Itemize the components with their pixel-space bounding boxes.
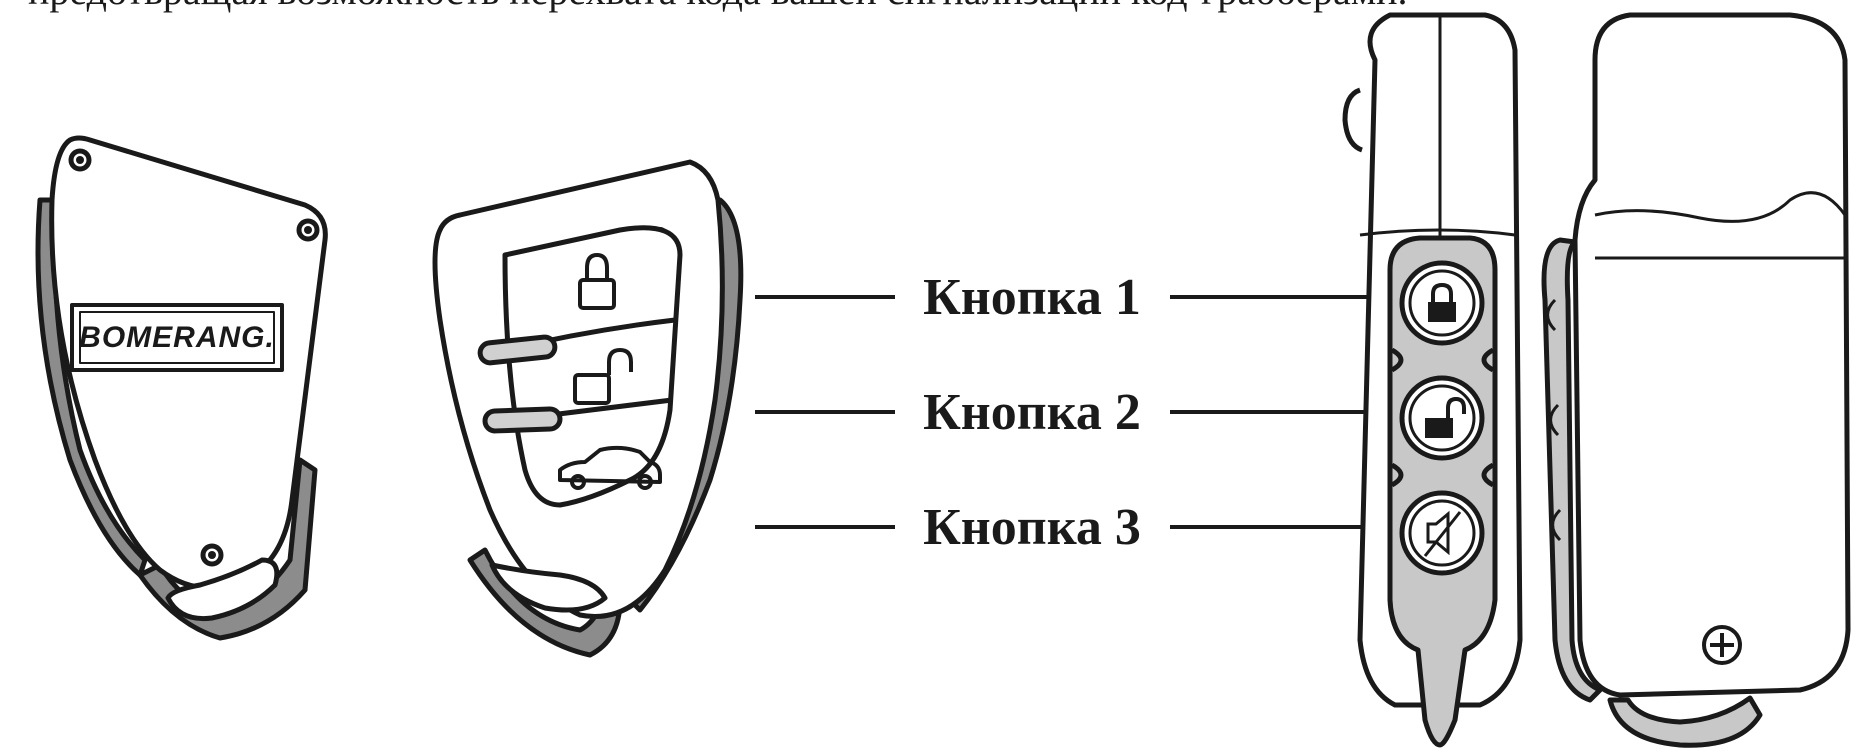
lock-open-icon — [1425, 396, 1466, 438]
lock-open-icon — [573, 348, 633, 405]
brand-logo: BOMERANG. — [79, 321, 275, 354]
fob-front-grip — [482, 406, 563, 434]
lock-closed-icon — [1428, 282, 1456, 322]
fob-front-grip — [477, 334, 558, 366]
button-label-1: Кнопка 1 — [923, 269, 1141, 326]
fob-back-ring-hole — [165, 557, 280, 622]
header-text: предотвращая возможность перехвата кода … — [28, 0, 1408, 13]
fob-side-view — [1342, 12, 1523, 748]
screw-cross-icon — [1710, 633, 1734, 657]
fob-front-button-panel — [502, 225, 683, 508]
fob-rear-wave — [1594, 191, 1847, 223]
fob-rear-ring — [1607, 695, 1763, 748]
fob-back-side-trim — [35, 197, 148, 578]
lock-closed-icon — [578, 253, 616, 310]
fob-rear-view — [1541, 12, 1851, 748]
mute-icon — [1423, 510, 1462, 557]
fob-front-view — [432, 159, 744, 658]
fob-rear-body — [1572, 12, 1851, 698]
button-label-2: Кнопка 2 — [923, 384, 1141, 441]
fob-front-ring-hole — [489, 562, 608, 613]
leader-lines — [755, 295, 1385, 529]
fob-rear-side-trim — [1541, 237, 1603, 703]
fob-back-view — [35, 135, 328, 641]
brand-logo-plate — [70, 303, 284, 372]
button-label-3: Кнопка 3 — [923, 499, 1141, 556]
car-trunk-icon — [558, 445, 662, 490]
